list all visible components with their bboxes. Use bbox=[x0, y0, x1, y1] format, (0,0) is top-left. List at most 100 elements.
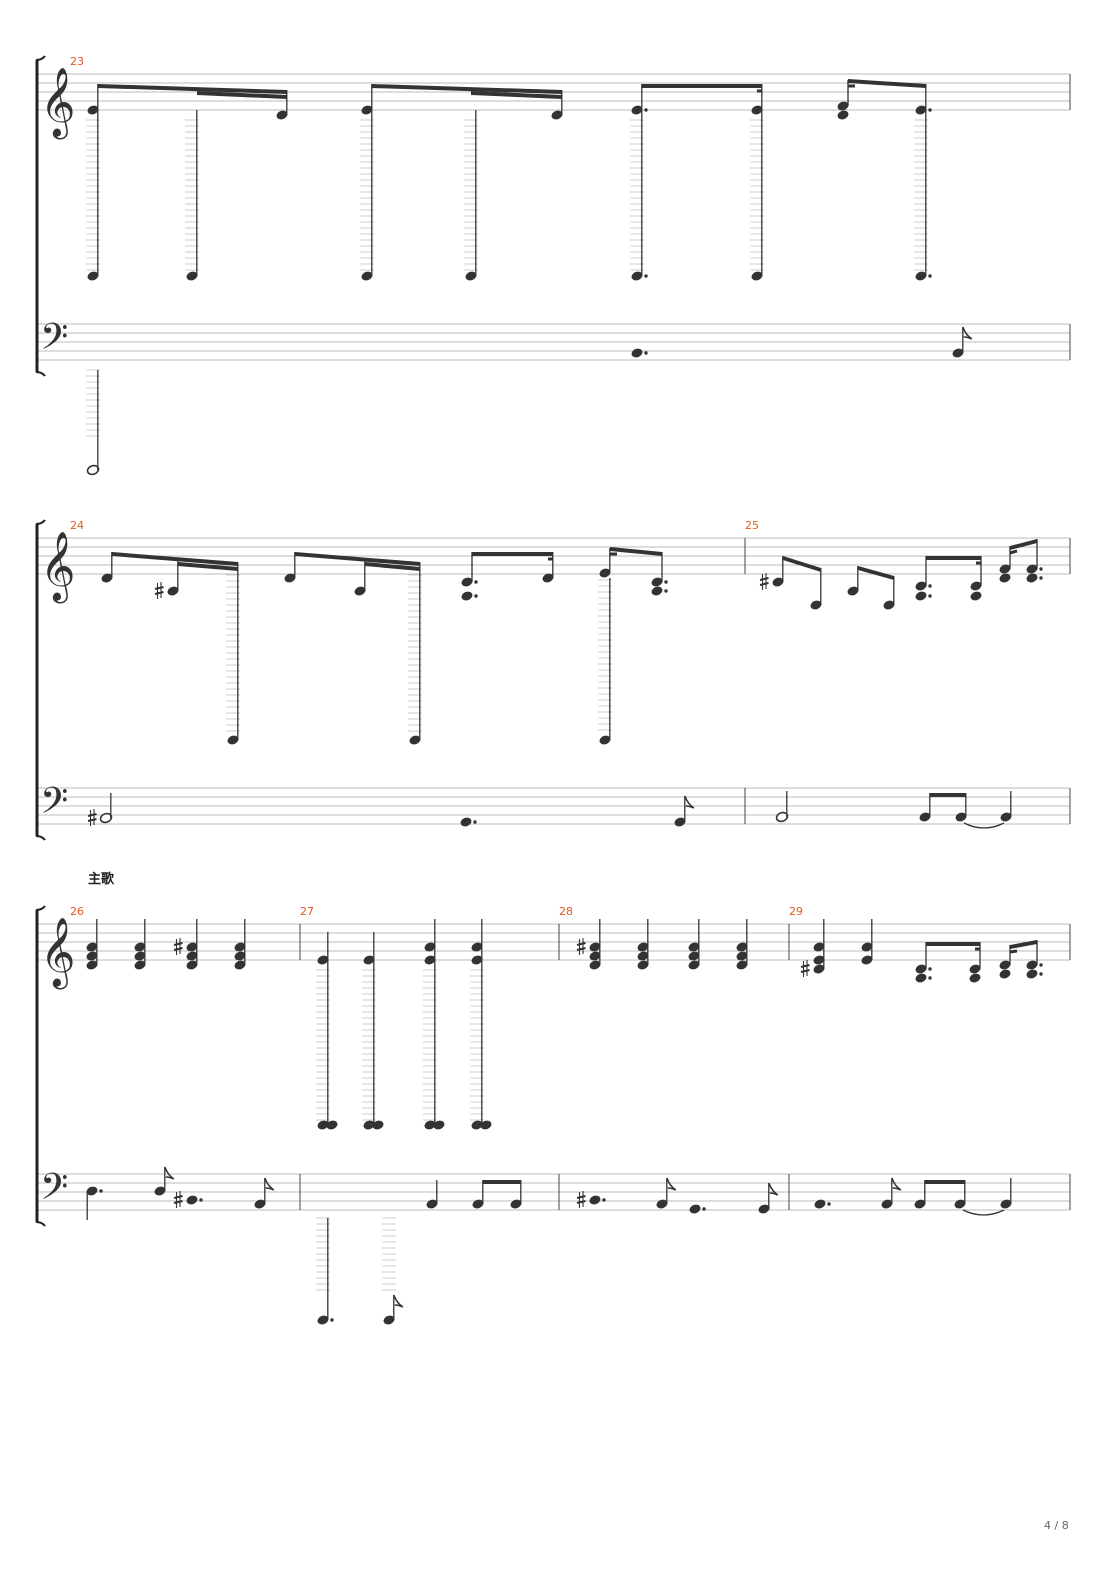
notehead bbox=[186, 951, 198, 961]
note bbox=[952, 326, 973, 358]
notehead bbox=[424, 1120, 436, 1130]
notehead bbox=[372, 1120, 384, 1130]
note bbox=[599, 548, 611, 578]
sharp-accidental bbox=[576, 1191, 586, 1208]
beam bbox=[112, 552, 238, 566]
ledger-lines bbox=[382, 1217, 396, 1291]
note bbox=[881, 1177, 902, 1209]
chord-note bbox=[837, 110, 849, 120]
notehead bbox=[954, 1199, 966, 1209]
note bbox=[87, 84, 99, 115]
note bbox=[471, 960, 483, 1130]
sharp-stroke bbox=[576, 1195, 586, 1199]
notehead bbox=[589, 951, 601, 961]
chord-note bbox=[837, 101, 849, 111]
note bbox=[361, 84, 373, 115]
chord-note bbox=[1026, 969, 1043, 979]
notehead bbox=[736, 951, 748, 961]
chord-note bbox=[637, 960, 649, 970]
notehead bbox=[471, 955, 483, 965]
notehead bbox=[87, 105, 99, 115]
chord bbox=[173, 919, 198, 970]
note bbox=[433, 1120, 445, 1130]
notehead bbox=[883, 600, 895, 610]
notehead bbox=[1026, 960, 1038, 970]
notehead bbox=[551, 110, 563, 120]
notehead bbox=[651, 577, 663, 587]
notehead bbox=[254, 1199, 266, 1209]
chord-note bbox=[424, 955, 436, 965]
notehead bbox=[86, 951, 98, 961]
chord-note bbox=[86, 942, 98, 952]
notehead bbox=[86, 1186, 98, 1196]
notehead bbox=[758, 1204, 770, 1214]
notehead bbox=[631, 271, 643, 281]
notehead bbox=[599, 568, 611, 578]
chord-note bbox=[688, 942, 700, 952]
note bbox=[460, 817, 477, 827]
treble-clef: 𝄞 bbox=[40, 67, 75, 139]
notehead bbox=[409, 735, 421, 745]
flag bbox=[666, 1177, 677, 1191]
chord-note bbox=[1026, 564, 1043, 574]
notehead bbox=[674, 817, 686, 827]
chord-note bbox=[637, 942, 649, 952]
chord-note bbox=[736, 960, 748, 970]
notehead bbox=[186, 942, 198, 952]
beam bbox=[197, 91, 287, 99]
beam bbox=[926, 942, 980, 946]
chord bbox=[1026, 960, 1043, 979]
notehead bbox=[915, 973, 927, 983]
chord bbox=[471, 919, 483, 965]
notehead bbox=[186, 271, 198, 281]
sharp-accidental bbox=[87, 809, 97, 826]
notehead bbox=[915, 581, 927, 591]
system-2: 𝄞𝄢 bbox=[35, 519, 1071, 841]
note bbox=[227, 562, 239, 745]
notehead bbox=[970, 591, 982, 601]
augmentation-dot bbox=[1039, 567, 1043, 571]
bracket-cap bbox=[35, 371, 46, 377]
notehead bbox=[631, 348, 643, 358]
note bbox=[154, 560, 179, 599]
bracket-cap bbox=[35, 1221, 46, 1227]
beam bbox=[1010, 539, 1037, 550]
notehead bbox=[276, 110, 288, 120]
note bbox=[276, 90, 288, 120]
notehead bbox=[424, 942, 436, 952]
chord-note bbox=[651, 577, 668, 587]
notehead bbox=[471, 1120, 483, 1130]
bracket-cap bbox=[35, 519, 46, 525]
chord-note bbox=[969, 973, 981, 983]
sharp-accidental bbox=[759, 573, 769, 590]
notehead bbox=[915, 271, 927, 281]
chord-note bbox=[999, 564, 1011, 574]
note bbox=[510, 1180, 522, 1209]
bass-clef: 𝄢 bbox=[40, 1166, 68, 1217]
chord-note bbox=[186, 960, 198, 970]
note bbox=[361, 110, 373, 281]
chord bbox=[800, 919, 825, 977]
notehead bbox=[134, 960, 146, 970]
notehead bbox=[637, 942, 649, 952]
note bbox=[542, 552, 554, 583]
beam bbox=[610, 547, 662, 556]
augmentation-dot bbox=[1039, 963, 1043, 967]
note bbox=[154, 1166, 175, 1196]
note bbox=[689, 1204, 706, 1214]
note bbox=[656, 1177, 677, 1209]
notehead bbox=[167, 586, 179, 596]
note bbox=[383, 1294, 404, 1325]
chord-note bbox=[999, 969, 1011, 979]
sharp-stroke bbox=[87, 813, 97, 817]
notehead bbox=[881, 1199, 893, 1209]
chord bbox=[915, 581, 932, 601]
measure-number-28: 28 bbox=[559, 905, 573, 918]
note bbox=[86, 1186, 103, 1220]
notehead bbox=[813, 964, 825, 974]
augmentation-dot bbox=[928, 967, 932, 971]
note bbox=[814, 1199, 831, 1209]
augmentation-dot bbox=[644, 351, 648, 355]
note bbox=[631, 84, 648, 115]
notehead bbox=[426, 1199, 438, 1209]
